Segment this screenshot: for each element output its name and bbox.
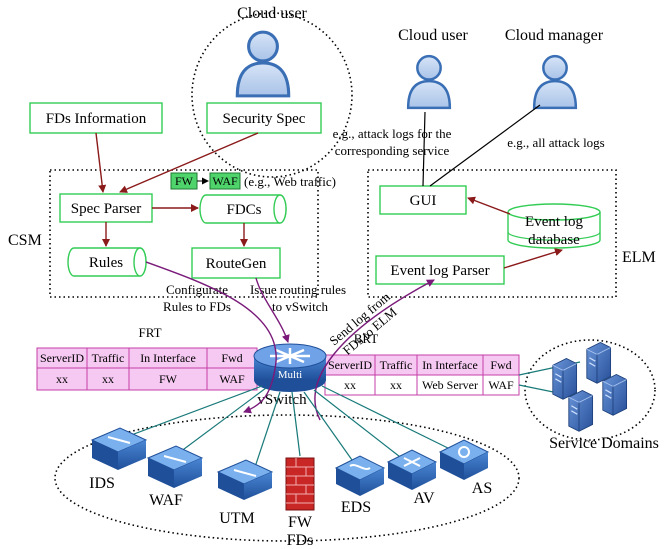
event-log-db-label-1: Event log: [525, 214, 583, 230]
utm-device-icon: [216, 459, 274, 500]
frt-title: FRT: [138, 325, 161, 340]
elm-region: [367, 169, 617, 298]
parser-to-database-arrow: [503, 248, 563, 269]
configure-note-1: Configurate: [166, 282, 228, 297]
cloud-manager-icon: [532, 54, 578, 110]
brt-cell-fwd: WAF: [488, 378, 514, 392]
rules-label: Rules: [89, 255, 123, 271]
ids-label: IDS: [89, 475, 115, 492]
issue-note-2: to vSwitch: [272, 299, 328, 314]
vswitch-label: vSwitch: [257, 392, 307, 408]
gui-to-cloud-manager-line: [429, 104, 541, 187]
ids-device-icon: [90, 427, 148, 470]
as-label: AS: [472, 480, 492, 497]
fw-firewall-icon: [285, 457, 315, 511]
attack-logs-service-note-1: e.g., attack logs for the: [333, 126, 452, 141]
waf-chip-label: WAF: [212, 174, 238, 188]
event-log-db-label-2: database: [528, 232, 580, 248]
brt-header-in-interface: In Interface: [422, 358, 478, 372]
fds-information-box: [29, 102, 163, 134]
web-traffic-note: (e.g., Web traffic): [244, 174, 336, 189]
waf-chip: [209, 172, 241, 190]
event-log-parser-box: [375, 255, 505, 285]
csm-label: CSM: [8, 232, 42, 249]
fds-region: [54, 414, 520, 542]
rules-to-fds-arrow: [145, 261, 277, 414]
waf-label: WAF: [149, 492, 183, 509]
event-log-parser-label: Event log Parser: [390, 263, 489, 279]
frt-header-in-interface: In Interface: [140, 351, 196, 365]
fds-info-to-spec-parser-arrow: [95, 132, 107, 193]
spec-parser-label: Spec Parser: [71, 201, 141, 217]
cloud-user-circle: [191, 12, 353, 178]
brt-cell-serverid: xx: [344, 378, 356, 392]
routegen-box: [191, 247, 281, 279]
brt-table: [324, 354, 520, 396]
fdcs-cylinder: [199, 194, 287, 224]
frt-header-fwd: Fwd: [221, 351, 242, 365]
database-to-gui-arrow: [467, 196, 511, 215]
eds-label: EDS: [341, 499, 371, 516]
elm-label: ELM: [622, 249, 656, 266]
fw-chip-label: FW: [175, 174, 194, 188]
frt-cell-serverid: xx: [56, 372, 68, 386]
eds-device-icon: [334, 455, 386, 496]
brt-cell-in-interface: Web Server: [422, 378, 478, 392]
issue-note-1: Issue routing rules: [250, 282, 346, 297]
attack-logs-service-note-2: corresponding service: [335, 143, 450, 158]
security-spec-to-spec-parser-arrow: [119, 132, 259, 193]
frt-header-serverid: ServerID: [40, 351, 84, 365]
configure-note-2: Rules to FDs: [163, 299, 231, 314]
server-cluster-icon: [552, 341, 628, 432]
device-links: [117, 361, 581, 471]
frt-cell-fwd: WAF: [219, 372, 245, 386]
cloud-user-right-label: Cloud user: [398, 27, 468, 44]
frt-cell-in-interface: FW: [159, 372, 178, 386]
routegen-label: RouteGen: [206, 256, 267, 272]
brt-header-traffic: Traffic: [380, 358, 413, 372]
brt-title: BRT: [354, 331, 379, 346]
brt-header-serverid: ServerID: [328, 358, 372, 372]
fdcs-label: FDCs: [226, 202, 261, 218]
utm-label: UTM: [219, 510, 255, 527]
cloud-user-right-icon: [406, 54, 452, 110]
gui-label: GUI: [410, 193, 437, 209]
fds-group-label: FDs: [287, 532, 314, 549]
fw-label: FW: [288, 514, 313, 531]
security-spec-box: [206, 102, 322, 134]
brt-header-fwd: Fwd: [490, 358, 511, 372]
as-device-icon: [438, 439, 490, 480]
event-log-database-cylinder: [507, 203, 601, 249]
waf-device-icon: [146, 445, 204, 488]
av-label: AV: [413, 490, 434, 507]
frt-header-traffic: Traffic: [92, 351, 125, 365]
cloud-user-top-label: Cloud user: [237, 5, 307, 22]
fds-to-event-log-parser-arrow: [314, 279, 435, 421]
rules-cylinder: [67, 247, 147, 277]
service-domains-label: Service Domains: [549, 435, 659, 452]
av-device-icon: [386, 449, 438, 490]
gui-to-cloud-user-line: [422, 111, 426, 187]
routegen-to-vswitch-arrow: [255, 277, 290, 343]
fds-information-label: FDs Information: [46, 111, 147, 127]
brt-cell-traffic: xx: [390, 378, 402, 392]
service-domains-region: [524, 339, 656, 441]
vswitch-logo-text: Multi: [278, 369, 302, 381]
cloud-user-icon: [235, 30, 291, 98]
vswitch-icon: [253, 343, 327, 392]
cloud-manager-label: Cloud manager: [505, 27, 604, 44]
security-spec-label: Security Spec: [223, 111, 306, 127]
all-attack-logs-note: e.g., all attack logs: [507, 135, 604, 150]
frt-table: [36, 347, 258, 391]
frt-cell-traffic: xx: [102, 372, 114, 386]
